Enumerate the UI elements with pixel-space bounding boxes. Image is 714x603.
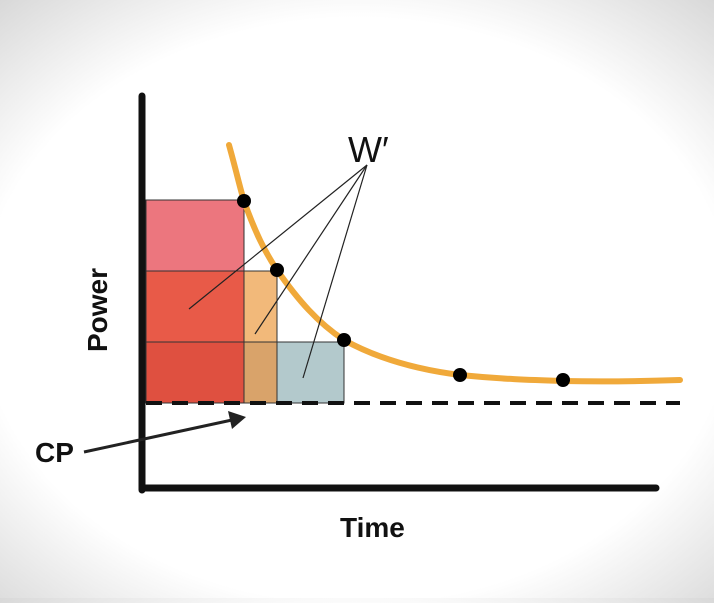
data-point: [337, 333, 351, 347]
block-orange-top: [243, 270, 278, 343]
data-point: [270, 263, 284, 277]
cp-arrow-head: [228, 411, 246, 429]
block-red-bottom: [145, 341, 245, 404]
data-points: [237, 194, 570, 387]
block-orange-bottom: [243, 341, 278, 404]
data-point: [237, 194, 251, 208]
w-prime-label: W′: [348, 129, 389, 170]
cp-arrow-line: [83, 418, 233, 454]
data-point: [453, 368, 467, 382]
cp-label: CP: [35, 437, 74, 468]
data-point: [556, 373, 570, 387]
x-axis-label: Time: [340, 512, 405, 543]
w-prime-pointer-lines: [188, 164, 368, 379]
block-red-top: [145, 199, 245, 272]
block-red-middle: [145, 270, 245, 343]
y-axis-label: Power: [82, 268, 113, 352]
